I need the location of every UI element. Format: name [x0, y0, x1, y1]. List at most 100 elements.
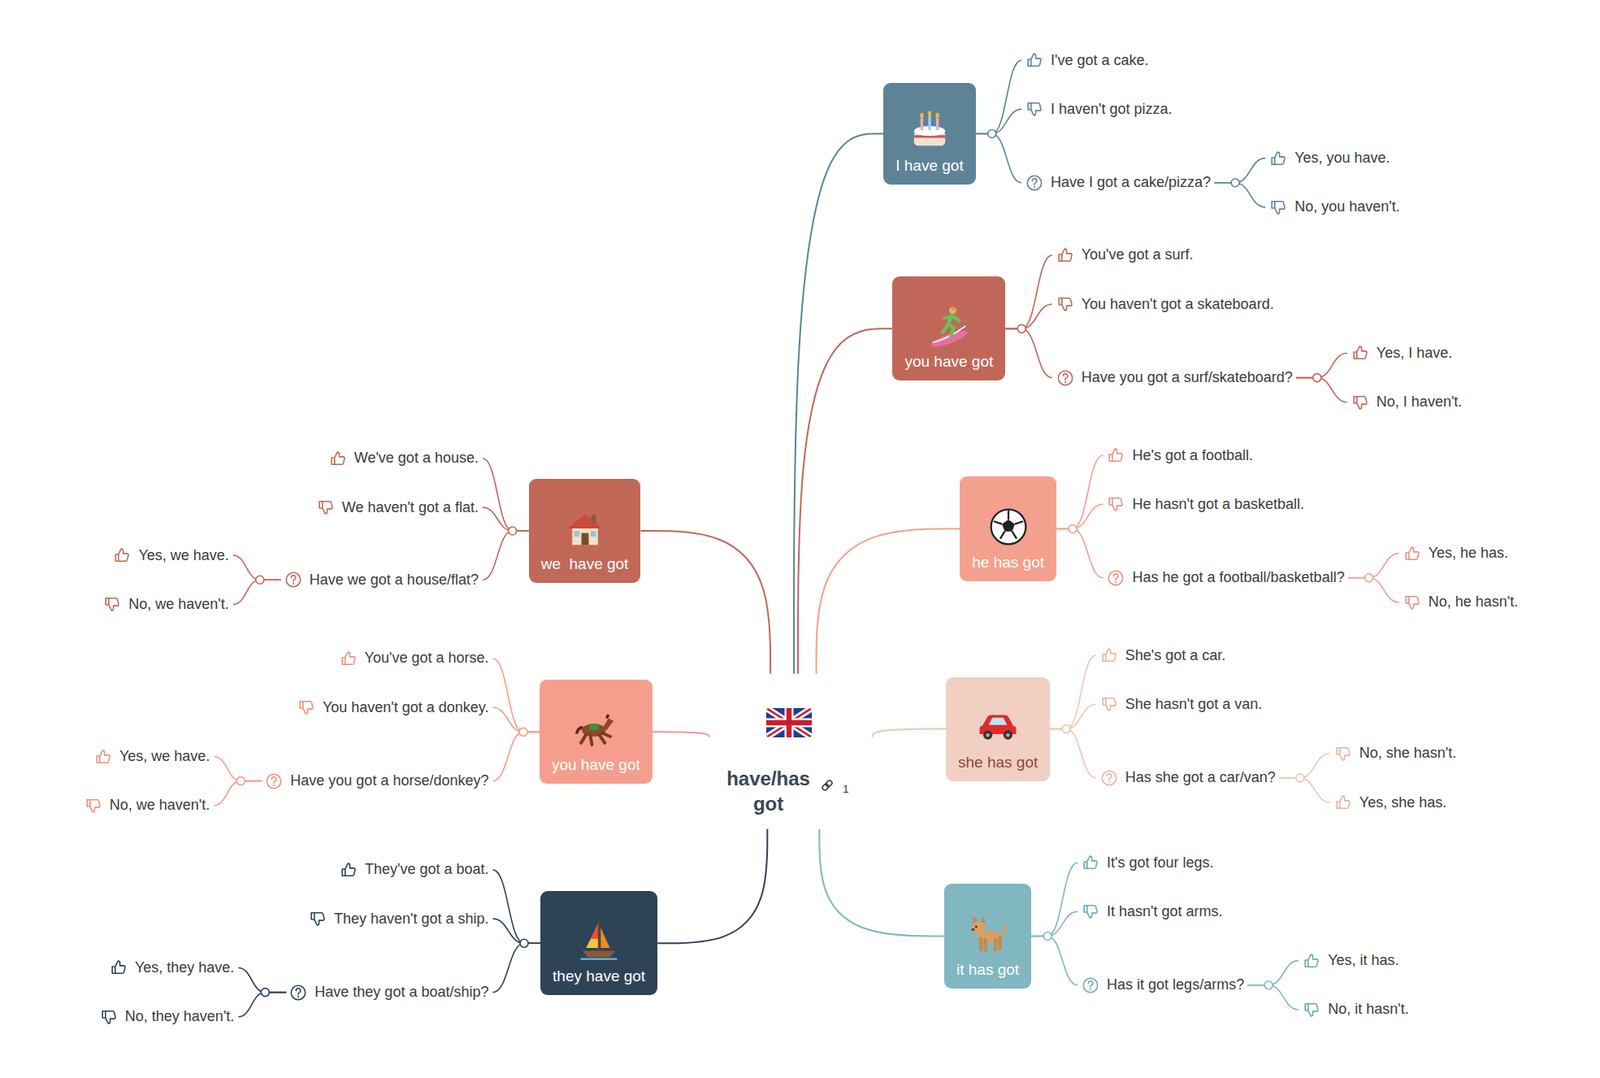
leaf-topic: Have you got a horse/donkey?: [264, 769, 489, 793]
branch-connector: [797, 328, 893, 673]
branch-label: you have got: [551, 755, 641, 774]
branch-connector: [1031, 862, 1078, 936]
branch-box: it has got: [944, 883, 1032, 988]
sentence-text: She hasn't got a van.: [1125, 695, 1263, 713]
thumbs-down-icon: [1100, 694, 1119, 713]
thumbs-down-icon: [1056, 294, 1075, 313]
leaf-topic: You haven't got a skateboard.: [1056, 292, 1275, 316]
branch-connector: [1296, 377, 1348, 403]
branch-label: it has got: [956, 960, 1019, 979]
thumbs-down-icon: [1106, 494, 1125, 513]
thumbs-up-icon: [109, 958, 128, 976]
sentence-text: No, it hasn't.: [1327, 1000, 1409, 1018]
branch-label: you have got: [904, 352, 993, 371]
leaf-topic: They've got a boat.: [339, 858, 490, 881]
thumbs-up-icon: [1056, 246, 1075, 265]
branch-connector: [816, 528, 961, 673]
junction-dot: [520, 938, 529, 947]
junction-dot: [255, 575, 265, 584]
question-icon: [284, 570, 303, 589]
branch-connector: [1348, 553, 1400, 578]
junction-dot: [988, 129, 997, 138]
leaf-topic: No, we haven't.: [84, 793, 211, 817]
junction-dot: [1017, 324, 1026, 333]
branch-connector: [793, 133, 884, 673]
thumbs-down-icon: [1269, 198, 1288, 217]
leaf-topic: No, I haven't.: [1351, 390, 1463, 414]
thumbs-up-icon: [1302, 951, 1321, 970]
branch-connector: [1031, 910, 1078, 936]
leaf-topic: No, we haven't.: [103, 592, 230, 616]
leaf-topic: We haven't got a flat.: [316, 495, 479, 519]
junction-dot: [1231, 178, 1240, 187]
branch-box: she has got: [945, 676, 1050, 781]
thumbs-up-icon: [339, 649, 358, 668]
sentence-text: No, I haven't.: [1376, 393, 1463, 411]
thumbs-up-icon: [1403, 544, 1422, 563]
thumbs-down-icon: [84, 796, 103, 815]
thumbs-down-icon: [1302, 1000, 1321, 1019]
branch-connector: [1049, 728, 1096, 778]
branch-connector: [1247, 960, 1299, 985]
leaf-topic: No, you haven't.: [1269, 195, 1401, 219]
sentence-text: They've got a boat.: [364, 860, 490, 878]
uk-flag: [766, 707, 812, 738]
leaf-topic: It hasn't got arms.: [1081, 899, 1223, 923]
junction-dot: [236, 776, 245, 785]
thumbs-up-icon: [1106, 446, 1125, 464]
branch-connector: [1214, 182, 1266, 208]
leaf-topic: We've got a house.: [329, 446, 479, 470]
branch-box: you have got: [892, 276, 1006, 381]
sentence-text: We haven't got a flat.: [342, 498, 479, 516]
sentence-text: It's got four legs.: [1106, 854, 1215, 872]
junction-dot: [1264, 980, 1273, 989]
leaf-topic: Yes, you have.: [1269, 147, 1390, 170]
leaf-topic: She's got a car.: [1100, 643, 1227, 667]
sentence-text: He's got a football.: [1131, 446, 1254, 464]
branch-connector: [1296, 352, 1348, 378]
thumbs-up-icon: [339, 860, 358, 879]
leaf-topic: He hasn't got a basketball.: [1106, 492, 1305, 516]
junction-dot: [508, 526, 517, 535]
sentence-text: Have they got a boat/ship?: [314, 983, 489, 1001]
sentence-text: Yes, he has.: [1428, 544, 1509, 562]
branch-connector: [482, 507, 529, 531]
branch-label: I have got: [895, 156, 963, 175]
junction-dot: [1365, 573, 1374, 582]
thumbs-up-icon: [1025, 51, 1044, 70]
sentence-text: Yes, she has.: [1359, 793, 1447, 811]
thumbs-down-icon: [99, 1007, 118, 1026]
branch-connector: [1005, 303, 1052, 329]
leaf-topic: Has it got legs/arms?: [1081, 973, 1245, 997]
branch-box: I have got: [883, 82, 976, 186]
sentence-text: No, you haven't.: [1294, 198, 1401, 216]
leaf-topic: I haven't got pizza.: [1025, 97, 1173, 121]
thumbs-up-icon: [1081, 853, 1100, 872]
sentence-text: Yes, we have.: [138, 546, 229, 564]
branch-label: we have got: [541, 555, 629, 573]
thumbs-up-icon: [1100, 646, 1119, 664]
leaf-topic: Yes, it has.: [1302, 949, 1399, 972]
question-icon: [1100, 768, 1119, 787]
branch-connector: [1031, 936, 1078, 985]
sentence-text: No, we haven't.: [128, 595, 230, 613]
thumbs-up-icon: [1269, 149, 1288, 168]
leaf-topic: Yes, they have.: [109, 955, 235, 979]
leaf-topic: No, it hasn't.: [1302, 997, 1409, 1021]
junction-dot: [260, 988, 269, 997]
branch-connector: [492, 918, 541, 943]
sentence-text: We've got a house.: [354, 449, 479, 467]
branch-connector: [657, 828, 768, 944]
leaf-topic: Yes, he has.: [1403, 542, 1509, 565]
leaf-topic: You've got a surf.: [1056, 243, 1194, 267]
branch-connector: [1049, 654, 1096, 729]
branch-connector: [1005, 255, 1052, 329]
link-count: 1: [842, 782, 849, 795]
thumbs-up-icon: [1334, 793, 1353, 811]
branch-label: she has got: [958, 753, 1038, 772]
branch-connector: [975, 108, 1022, 134]
thumbs-down-icon: [308, 909, 327, 928]
leaf-topic: No, he hasn't.: [1403, 590, 1519, 614]
emoji-icon: [576, 918, 621, 963]
